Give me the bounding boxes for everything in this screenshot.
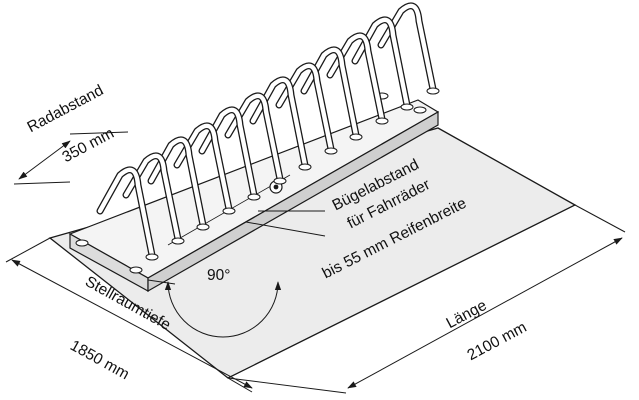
bike-hoop: [96, 152, 185, 261]
base-slot-left: [75, 239, 89, 247]
base-slot-right: [413, 106, 427, 114]
laenge-dimension: [347, 237, 623, 389]
radabstand-dimension: [18, 140, 71, 180]
bike-hoop: [198, 92, 287, 201]
bike-hoop: [351, 2, 440, 111]
angle-label: 90°: [207, 267, 231, 284]
bike-hoop: [249, 62, 338, 171]
base-slot-front: [129, 266, 143, 274]
dimension-lines: [5, 131, 626, 394]
stellraumtiefe-dimension: [11, 259, 253, 389]
angle-arc: [164, 281, 282, 338]
buegelabstand-leader-2: [245, 221, 326, 237]
bike-hoop: [147, 122, 236, 231]
hoops-group: [96, 2, 440, 261]
bike-hoop: [300, 32, 389, 141]
